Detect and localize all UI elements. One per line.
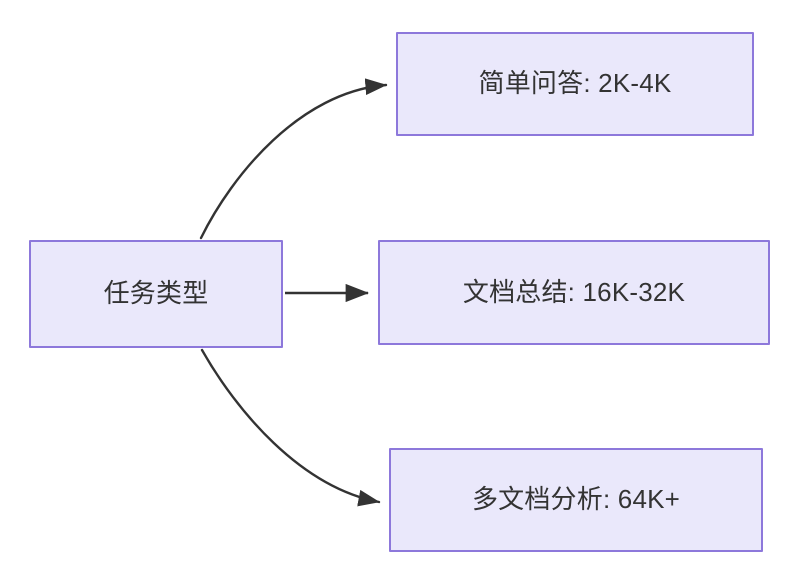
- edge-source-to-simple: [199, 78, 388, 240]
- node-doc-summary[interactable]: 文档总结: 16K-32K: [378, 240, 770, 345]
- node-simple-qa[interactable]: 简单问答: 2K-4K: [396, 32, 754, 136]
- node-doc-summary-label: 文档总结: 16K-32K: [462, 276, 686, 307]
- node-multi-doc-analysis-label: 多文档分析: 64K+: [471, 484, 681, 515]
- node-simple-qa-label: 简单问答: 2K-4K: [478, 68, 672, 99]
- node-task-type[interactable]: 任务类型: [29, 240, 283, 348]
- edge-source-to-multi: [200, 348, 381, 507]
- node-multi-doc-analysis[interactable]: 多文档分析: 64K+: [389, 448, 763, 552]
- node-task-type-label: 任务类型: [103, 278, 209, 309]
